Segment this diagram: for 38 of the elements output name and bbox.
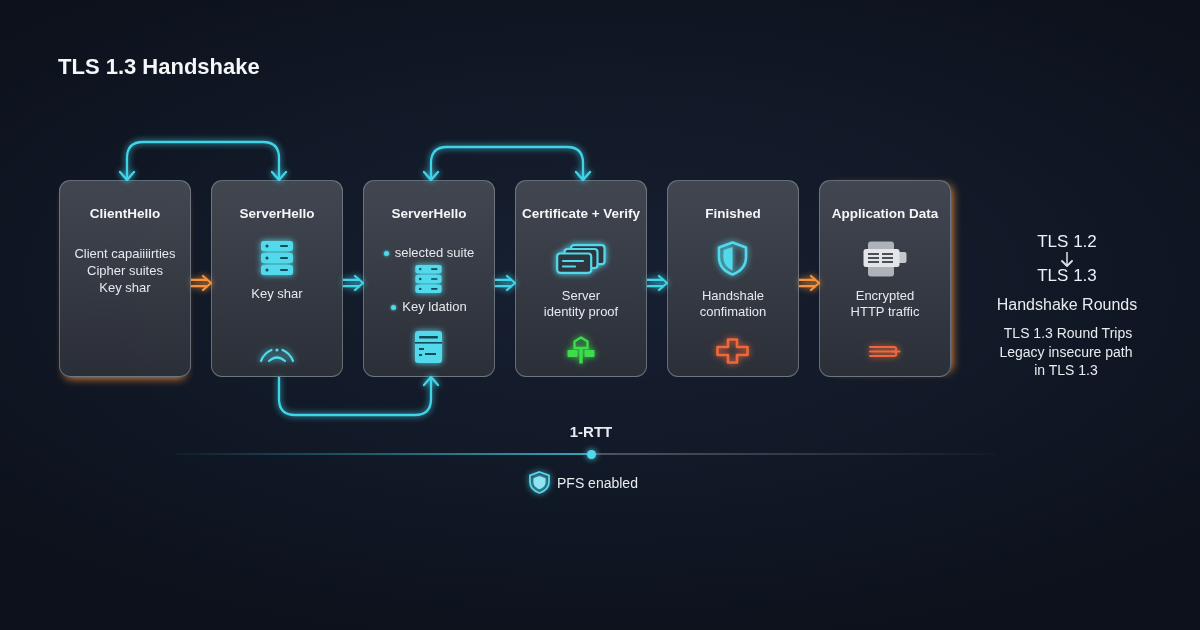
card-text: Handshale confimation bbox=[698, 288, 768, 320]
curved-arrow bbox=[422, 145, 592, 182]
card-heading: ServerHello bbox=[391, 205, 467, 223]
double-arrow bbox=[647, 274, 669, 292]
card-text: Key shar bbox=[251, 286, 303, 302]
rtt-label: 1-RTT bbox=[569, 423, 613, 441]
card-text: Server identity proof bbox=[542, 288, 620, 320]
card-text: Cipher suites bbox=[87, 263, 163, 279]
diagram-title: TLS 1.3 Handshake bbox=[58, 54, 260, 80]
step-card bbox=[667, 180, 799, 377]
curved-arrow bbox=[118, 140, 288, 182]
step-card bbox=[819, 180, 951, 377]
note-text: Legacy insecure path in TLS 1.3 bbox=[998, 343, 1134, 379]
card-text: Client capaiiiirties bbox=[74, 246, 176, 262]
curved-arrow bbox=[277, 375, 440, 417]
double-arrow bbox=[343, 274, 365, 292]
double-arrow bbox=[495, 274, 517, 292]
step-card bbox=[211, 180, 343, 377]
card-heading: ClientHello bbox=[89, 205, 161, 223]
card-heading: Certificate + Verify bbox=[521, 205, 641, 223]
note-text: TLS 1.3 Round Trips bbox=[1003, 324, 1133, 342]
card-text: Key ldation bbox=[402, 299, 467, 315]
version-label: TLS 1.2 bbox=[1037, 232, 1097, 252]
card-text: Key shar bbox=[99, 280, 151, 296]
chevron-arrow bbox=[1061, 251, 1073, 267]
step-card bbox=[515, 180, 647, 377]
status-text: PFS enabled bbox=[557, 474, 638, 492]
card-text: selected suite bbox=[394, 245, 475, 261]
version-label: TLS 1.3 bbox=[1037, 266, 1097, 286]
card-heading: Application Data bbox=[831, 205, 939, 223]
card-heading: Finished bbox=[705, 205, 761, 223]
step-card bbox=[59, 180, 191, 377]
double-arrow bbox=[799, 274, 821, 292]
section-heading: Handshake Rounds bbox=[996, 296, 1138, 314]
double-arrow bbox=[191, 274, 213, 292]
card-text: Encrypted HTTP traffic bbox=[849, 288, 921, 320]
step-card bbox=[363, 180, 495, 377]
card-heading: ServerHello bbox=[239, 205, 315, 223]
